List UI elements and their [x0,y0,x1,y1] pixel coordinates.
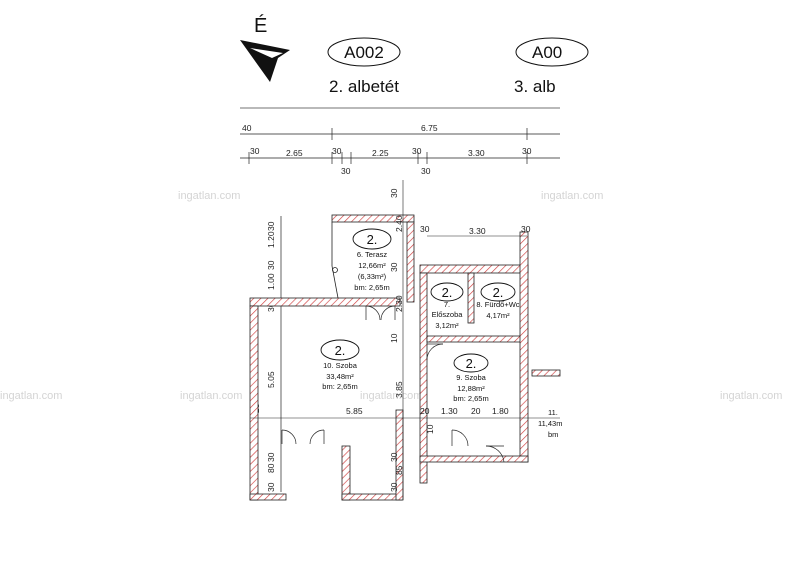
watermark-text: ingatlan.com [0,390,62,402]
room-number: 2. [493,285,504,300]
svg-text:30: 30 [266,482,276,492]
svg-text:30: 30 [521,224,531,234]
room-area: 12,66m² [358,261,386,270]
unit-code: A00 [532,43,562,62]
terrace-outline [331,222,339,299]
svg-text:30: 30 [266,221,276,231]
room-height: bm: 2,65m [453,394,488,403]
room-name: 9. Szoba [456,373,486,382]
unit-label: 3. alb [514,77,556,96]
interior-dimension-labels: 30 2.40 30 2.30 10 3.85 20 1.30 20 1.80 … [346,188,531,492]
dim-label: 30 [522,146,532,156]
north-arrow-icon [240,40,290,82]
svg-text:10: 10 [425,424,435,434]
unit-badge [327,37,401,67]
svg-text:30: 30 [389,452,399,462]
dim-label: 30 [412,146,422,156]
interior-dimension-lines [250,180,560,500]
dim-label: 2.65 [286,148,303,158]
svg-text:2.40: 2.40 [394,215,404,232]
room-11-partial: 11. 11,43m bm [538,408,562,439]
svg-text:1.00: 1.00 [266,273,276,290]
svg-text:1.20: 1.20 [266,231,276,248]
room-eloszoba: 2. 7. Előszoba 3,12m² [430,282,464,330]
room-height: bm [548,430,558,439]
svg-text:3.85: 3.85 [394,381,404,398]
room-area: Előszoba [432,310,464,319]
room-furdo: 2. 8. Fürdő+Wc 4,17m² [476,282,520,320]
room-name: 6. Terasz [357,250,388,259]
watermark-text: ingatlan.com [178,190,240,202]
room-area: 4,17m² [486,311,510,320]
svg-text:2.30: 2.30 [394,295,404,312]
svg-text:20: 20 [471,406,481,416]
room-extra: 3,12m² [435,321,459,330]
room-height: bm: 2,65m [354,283,389,292]
svg-text:20: 20 [420,406,430,416]
room-name: 11. [548,408,558,417]
dim-label: 40 [242,123,252,133]
room-area: 33,48m² [326,372,354,381]
walls [249,214,561,501]
dim-label: 3.30 [468,148,485,158]
room-name: 8. Fürdő+Wc [476,300,519,309]
dim-label: 6.75 [421,123,438,133]
room-number: 2. [466,356,477,371]
unit-code: A002 [344,43,384,62]
room-number: 2. [442,285,453,300]
svg-text:30: 30 [266,452,276,462]
watermark-text: ingatlan.com [720,390,782,402]
dim-label: 30 [421,166,431,176]
door-arcs [281,305,505,463]
unit-label: 2. albetét [329,77,399,96]
svg-text:1.80: 1.80 [492,406,509,416]
svg-text:30: 30 [389,188,399,198]
svg-text:10: 10 [389,333,399,343]
svg-text:3.30: 3.30 [469,226,486,236]
svg-text:5.05: 5.05 [266,371,276,388]
room-area: 11,43m [538,419,562,428]
dim-label: 2.25 [372,148,389,158]
svg-text:80: 80 [266,463,276,473]
watermark-text: ingatlan.com [180,390,242,402]
unit-badge [515,37,589,67]
svg-text:85: 85 [394,465,404,475]
room-szoba-10: 2. 10. Szoba 33,48m² bm: 2,65m [320,339,360,391]
svg-text:30: 30 [266,302,276,312]
dim-label: 30 [341,166,351,176]
svg-text:30: 30 [389,262,399,272]
room-height: bm: 2,65m [322,382,357,391]
dim-label: 30 [250,146,260,156]
svg-text:30: 30 [420,224,430,234]
room-number: 2. [367,232,378,247]
room-area: 12,88m² [457,384,485,393]
svg-text:1.30: 1.30 [441,406,458,416]
watermark-text: ingatlan.com [541,190,603,202]
svg-text:30: 30 [389,482,399,492]
top-dimensions [240,128,560,164]
room-name: 10. Szoba [323,361,358,370]
watermark-text: ingatlan.com [360,390,422,402]
room-name: 7. [444,300,450,309]
dim-label: 30 [332,146,342,156]
svg-text:5.85: 5.85 [346,406,363,416]
room-terasz: 2. 6. Terasz 12,66m² (6,33m²) bm: 2,65m [352,228,392,292]
room-szoba-9: 2. 9. Szoba 12,88m² bm: 2,65m [453,353,489,403]
svg-text:30: 30 [266,260,276,270]
north-label: É [254,14,267,37]
room-extra: (6,33m²) [358,272,387,281]
watermarks: ingatlan.com ingatlan.com ingatlan.com i… [0,190,782,402]
room-number: 2. [335,343,346,358]
